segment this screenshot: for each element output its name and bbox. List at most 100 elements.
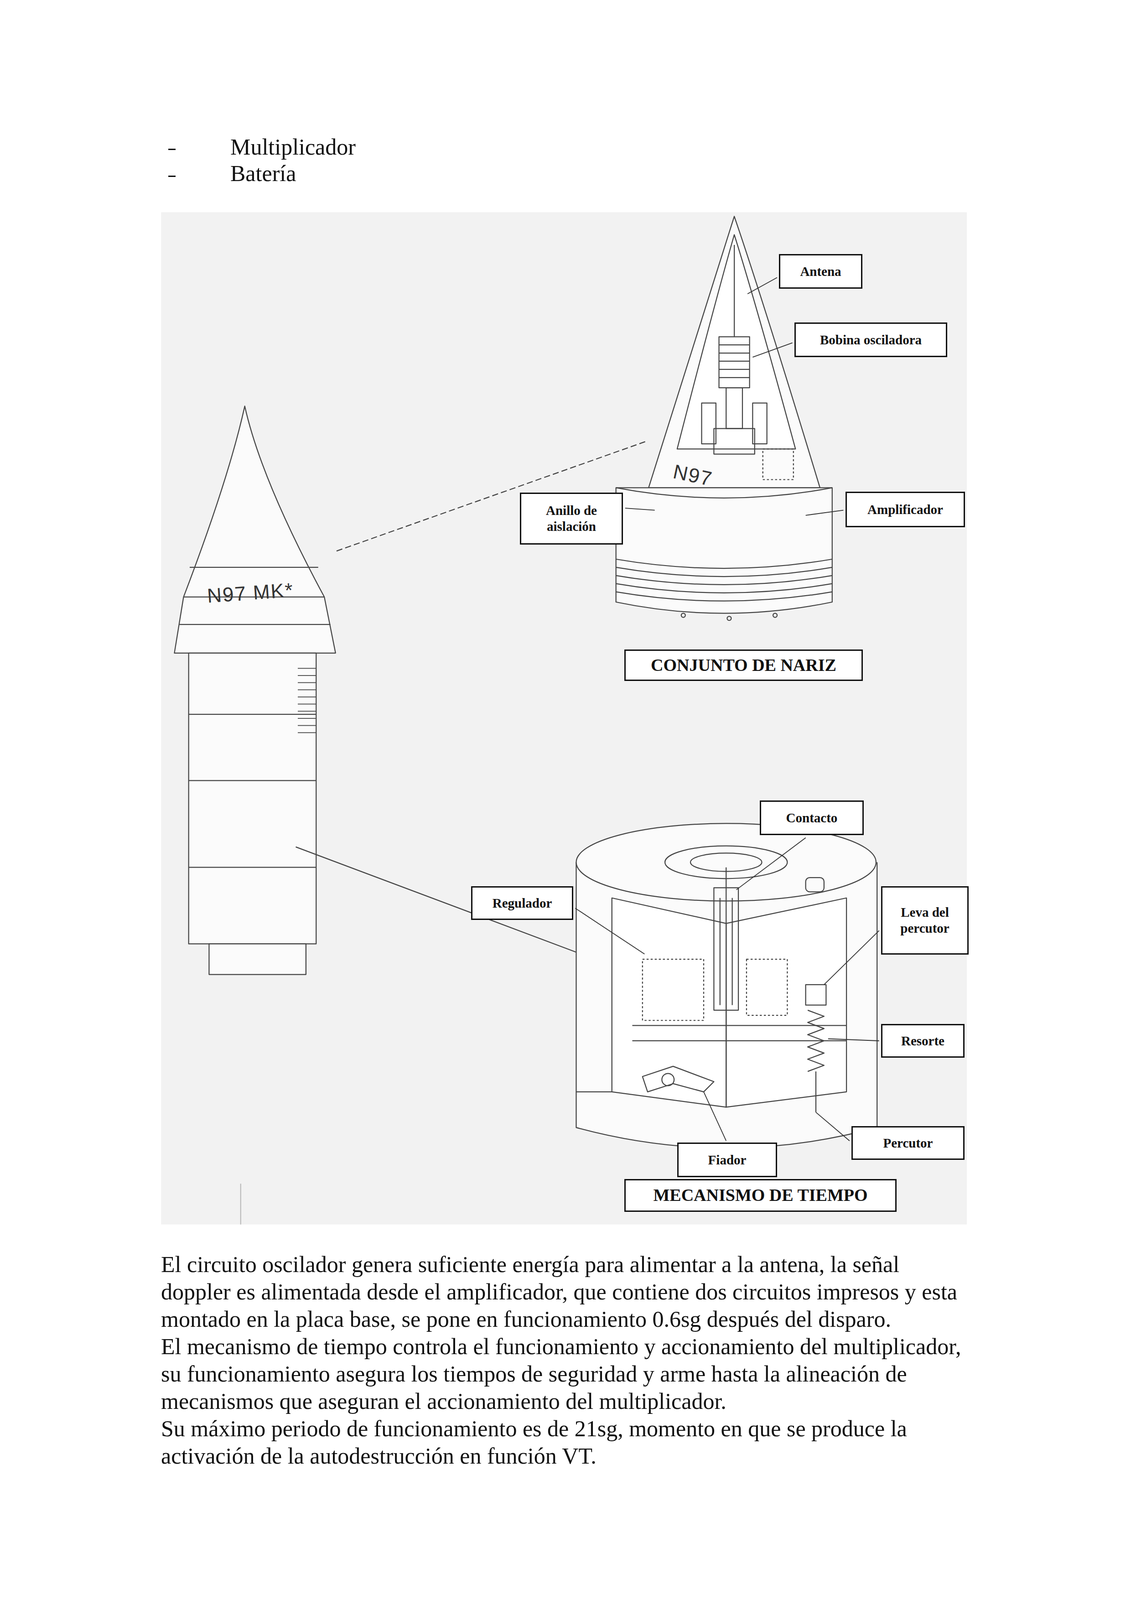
part-label: Fiador xyxy=(708,1151,747,1168)
part-label: Anillo de aislación xyxy=(525,502,618,535)
leader-line xyxy=(719,344,750,346)
leader-line xyxy=(188,713,317,715)
bullet-dash xyxy=(168,148,176,151)
callout-box: Leva del percutor xyxy=(881,886,969,955)
part-label: Amplificador xyxy=(867,501,944,518)
leader-line xyxy=(805,510,844,516)
part-label: Bobina osciladora xyxy=(819,332,922,348)
part-label: Antena xyxy=(799,263,841,280)
leader-line xyxy=(575,907,645,955)
part-label: CONJUNTO DE NARIZ xyxy=(650,654,837,676)
drawing-part xyxy=(616,575,833,585)
leader-line xyxy=(575,1091,612,1093)
part-label: Percutor xyxy=(883,1135,934,1152)
leader-line xyxy=(297,710,317,712)
drawing-part xyxy=(616,591,833,602)
leader-line xyxy=(179,623,331,625)
leader-line xyxy=(336,440,648,551)
leader-line xyxy=(719,377,750,379)
part-label: Resorte xyxy=(901,1032,945,1049)
drawing-part xyxy=(805,877,825,892)
leader-line xyxy=(240,1183,242,1225)
leader-line xyxy=(188,866,317,868)
leader-line xyxy=(297,717,317,719)
callout-box: Antena xyxy=(778,254,863,289)
leader-line xyxy=(295,846,582,955)
drawing-part xyxy=(773,613,778,618)
leader-line xyxy=(824,930,880,985)
drawing-part xyxy=(713,887,739,1010)
leader-line xyxy=(297,668,317,670)
drawing-part xyxy=(297,668,317,733)
callout-box: Regulador xyxy=(471,886,574,920)
part-label: MECANISMO DE TIEMPO xyxy=(653,1184,868,1206)
leader-line xyxy=(719,368,750,370)
drawing-part xyxy=(208,943,306,975)
callout-box: Contacto xyxy=(759,800,864,836)
callout-box: Bobina osciladora xyxy=(794,322,948,358)
leader-line xyxy=(189,566,319,568)
title-box: MECANISMO DE TIEMPO xyxy=(624,1178,897,1212)
body-paragraph: Su máximo periodo de funcionamiento es d… xyxy=(160,1414,969,1470)
drawing-part xyxy=(807,1010,825,1072)
leader-line xyxy=(731,897,733,1006)
drawing-part xyxy=(726,897,847,1108)
leader-line xyxy=(719,352,750,354)
leader-line xyxy=(725,867,727,1108)
drawing-part xyxy=(174,405,336,653)
leader-line xyxy=(719,897,721,1006)
drawing-part xyxy=(762,448,794,480)
drawing-part xyxy=(616,567,833,577)
drawing-part xyxy=(642,959,704,1021)
drawing-part xyxy=(575,861,877,1148)
leader-line xyxy=(733,244,735,337)
drawing-part xyxy=(642,1066,715,1092)
drawing-part xyxy=(575,277,879,1142)
leader-line xyxy=(297,696,317,698)
drawing-part xyxy=(746,959,788,1016)
leader-line xyxy=(297,731,317,733)
part-label: Contacto xyxy=(786,809,838,826)
leader-line xyxy=(815,1071,817,1112)
leader-line xyxy=(703,1091,727,1141)
callout-box: Anillo de aislación xyxy=(519,492,623,545)
leader-line xyxy=(828,1038,880,1041)
leader-line xyxy=(297,674,317,676)
leader-line xyxy=(625,508,655,510)
list-item: Multiplicador xyxy=(230,133,356,161)
body-paragraph: El circuito oscilador genera suficiente … xyxy=(160,1250,969,1333)
drawing-part xyxy=(726,387,743,429)
leader-line xyxy=(747,277,778,295)
leader-line xyxy=(297,682,317,684)
drawing-part xyxy=(681,613,686,618)
leader-line xyxy=(752,342,793,358)
list-item: Batería xyxy=(230,160,296,187)
drawing-part xyxy=(616,559,833,569)
drawing-part xyxy=(726,616,732,621)
drawing-part xyxy=(160,212,967,1225)
callout-box: Amplificador xyxy=(845,491,965,528)
part-label: Leva del percutor xyxy=(887,904,963,937)
callout-box: Fiador xyxy=(677,1142,778,1178)
leader-line xyxy=(297,725,317,727)
bullet-dash xyxy=(168,175,176,177)
body-text: El circuito oscilador genera suficiente … xyxy=(160,1250,969,1470)
drawing-part xyxy=(188,653,317,945)
drawing-part xyxy=(616,487,833,498)
drawing-part xyxy=(713,428,755,455)
drawing-part xyxy=(616,487,833,613)
leader-line xyxy=(719,360,750,362)
leader-line xyxy=(736,837,806,890)
leader-line xyxy=(815,1112,850,1142)
drawing-part xyxy=(616,583,833,593)
leader-line xyxy=(188,779,317,781)
drawing-part xyxy=(677,234,796,450)
leader-line xyxy=(297,703,317,705)
leader-line xyxy=(632,1040,847,1042)
leader-line xyxy=(297,689,317,691)
part-label: Regulador xyxy=(492,895,553,912)
title-box: CONJUNTO DE NARIZ xyxy=(624,649,863,681)
callout-box: Resorte xyxy=(881,1023,965,1058)
drawing-part xyxy=(805,984,827,1006)
